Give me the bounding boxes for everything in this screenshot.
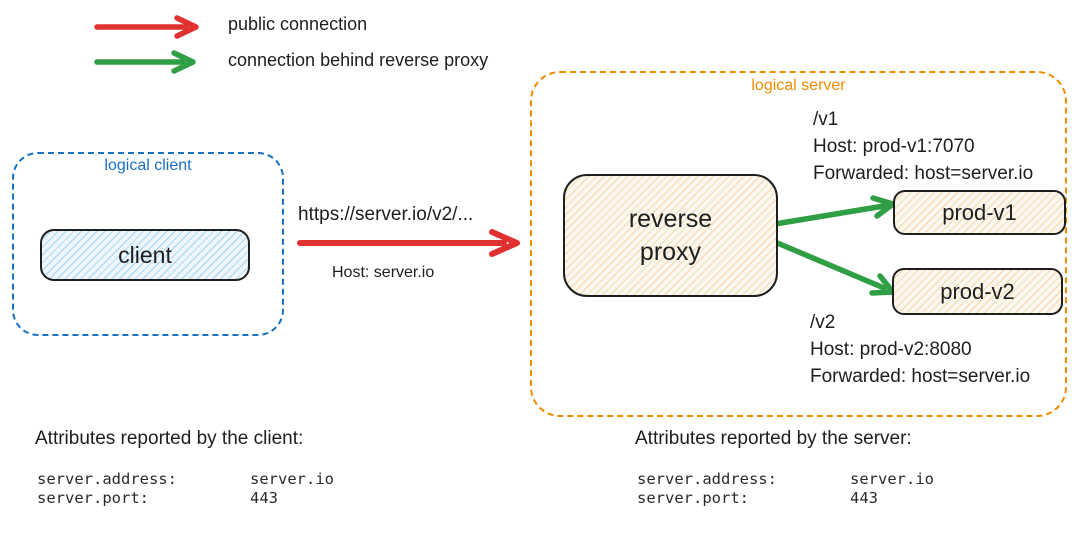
reverse-proxy-node-label: reverse proxy: [629, 203, 712, 268]
reverse-proxy-label-line2: proxy: [639, 237, 702, 266]
proxied-connection-legend-arrow-icon: [94, 50, 196, 74]
client-attr-port-key: server.port:: [37, 489, 149, 507]
legend-public-connection-label: public connection: [228, 14, 368, 34]
server-attr-address-key: server.address:: [637, 470, 777, 488]
legend-behind-proxy-label: connection behind reverse proxy: [228, 50, 489, 70]
request-url-label: https://server.io/v2/...: [298, 204, 474, 225]
prod-v1-node: prod-v1: [893, 190, 1066, 235]
client-node: client: [40, 229, 250, 281]
server-attr-address-value: server.io: [850, 470, 934, 488]
server-attributes-heading: Attributes reported by the server:: [635, 428, 912, 449]
reverse-proxy-node: reverse proxy: [563, 174, 778, 297]
v2-route-annotation: /v2 Host: prod-v2:8080 Forwarded: host=s…: [810, 309, 1030, 390]
server-attr-port-key: server.port:: [637, 489, 749, 507]
v1-route-annotation: /v1 Host: prod-v1:7070 Forwarded: host=s…: [813, 106, 1033, 187]
request-host-header-label: Host: server.io: [332, 264, 435, 281]
client-attr-port-value: 443: [250, 489, 278, 507]
v1-path-label: /v1: [813, 109, 839, 130]
client-attr-address-key: server.address:: [37, 470, 177, 488]
server-attr-port-value: 443: [850, 489, 878, 507]
logical-server-group-box: [530, 71, 1067, 417]
v2-path-label: /v2: [810, 312, 836, 333]
v1-host-label: Host: prod-v1:7070: [813, 136, 975, 157]
client-attributes-heading: Attributes reported by the client:: [35, 428, 304, 449]
v1-forwarded-label: Forwarded: host=server.io: [813, 163, 1034, 184]
logical-server-group-label: logical server: [751, 77, 846, 94]
logical-client-group-box: [12, 152, 284, 336]
logical-client-group-label: logical client: [104, 157, 192, 174]
prod-v2-node: prod-v2: [892, 268, 1063, 315]
public-connection-legend-arrow-icon: [94, 15, 199, 39]
v2-host-label: Host: prod-v2:8080: [810, 339, 972, 360]
v2-forwarded-label: Forwarded: host=server.io: [810, 366, 1031, 387]
client-to-proxy-arrow-icon: [297, 229, 520, 257]
client-attr-address-value: server.io: [250, 470, 334, 488]
reverse-proxy-label-line1: reverse: [628, 205, 713, 233]
